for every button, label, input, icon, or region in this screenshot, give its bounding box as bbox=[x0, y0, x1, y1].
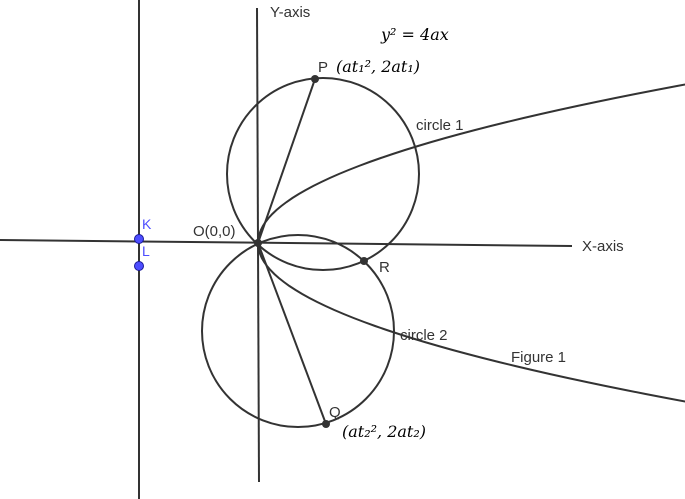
y-axis-label: Y-axis bbox=[270, 4, 310, 21]
point-r[interactable] bbox=[360, 257, 368, 265]
point-origin[interactable] bbox=[254, 239, 262, 247]
point-p-label: P bbox=[318, 59, 328, 76]
point-k-label: K bbox=[142, 216, 152, 232]
parabola-curve bbox=[256, 83, 685, 403]
point-q[interactable] bbox=[322, 420, 330, 428]
chord-oq bbox=[257, 242, 327, 425]
figure-caption: Figure 1 bbox=[511, 349, 566, 366]
point-p[interactable] bbox=[311, 75, 319, 83]
point-p-coordinates: (at₁², 2at₁) bbox=[336, 57, 420, 76]
origin-label: O(0,0) bbox=[193, 223, 236, 240]
circle-1-label: circle 1 bbox=[416, 117, 464, 134]
chord-op bbox=[257, 78, 316, 244]
x-axis-label: X-axis bbox=[582, 238, 624, 255]
circle-2 bbox=[201, 234, 395, 428]
point-q-coordinates: (at₂², 2at₂) bbox=[342, 422, 426, 441]
parabola-equation: y² = 4ax bbox=[380, 25, 449, 44]
point-l-label: L bbox=[142, 243, 150, 259]
point-k[interactable] bbox=[134, 234, 144, 244]
point-r-label: R bbox=[379, 259, 390, 276]
circle-1 bbox=[226, 77, 420, 271]
circle-2-label: circle 2 bbox=[400, 327, 448, 344]
point-q-label: Q bbox=[329, 404, 341, 421]
point-l[interactable] bbox=[134, 261, 144, 271]
x-axis-line bbox=[0, 239, 573, 247]
